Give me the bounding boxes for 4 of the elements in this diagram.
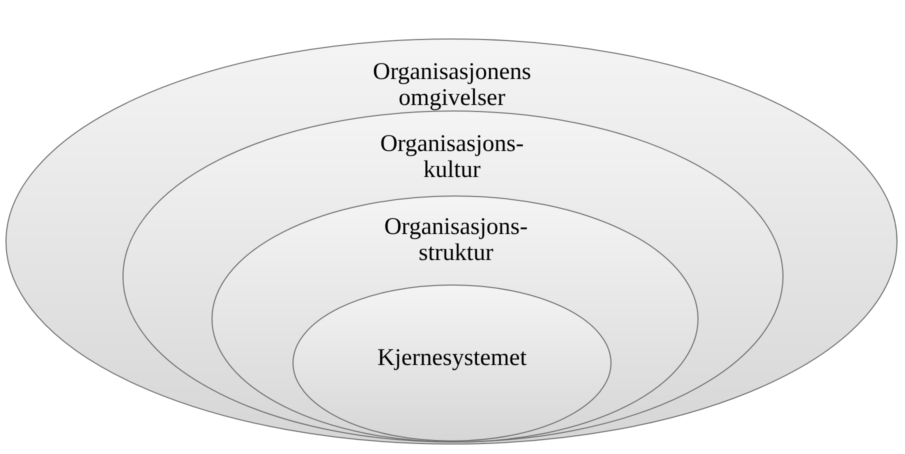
ellipse-label: Organisasjons- kultur bbox=[379, 132, 525, 184]
ellipse-label: Organisasjonens omgivelser bbox=[372, 60, 532, 112]
ellipse-label: Kjernesystemet bbox=[376, 346, 528, 372]
ellipse-label: Organisasjons- struktur bbox=[383, 215, 529, 267]
